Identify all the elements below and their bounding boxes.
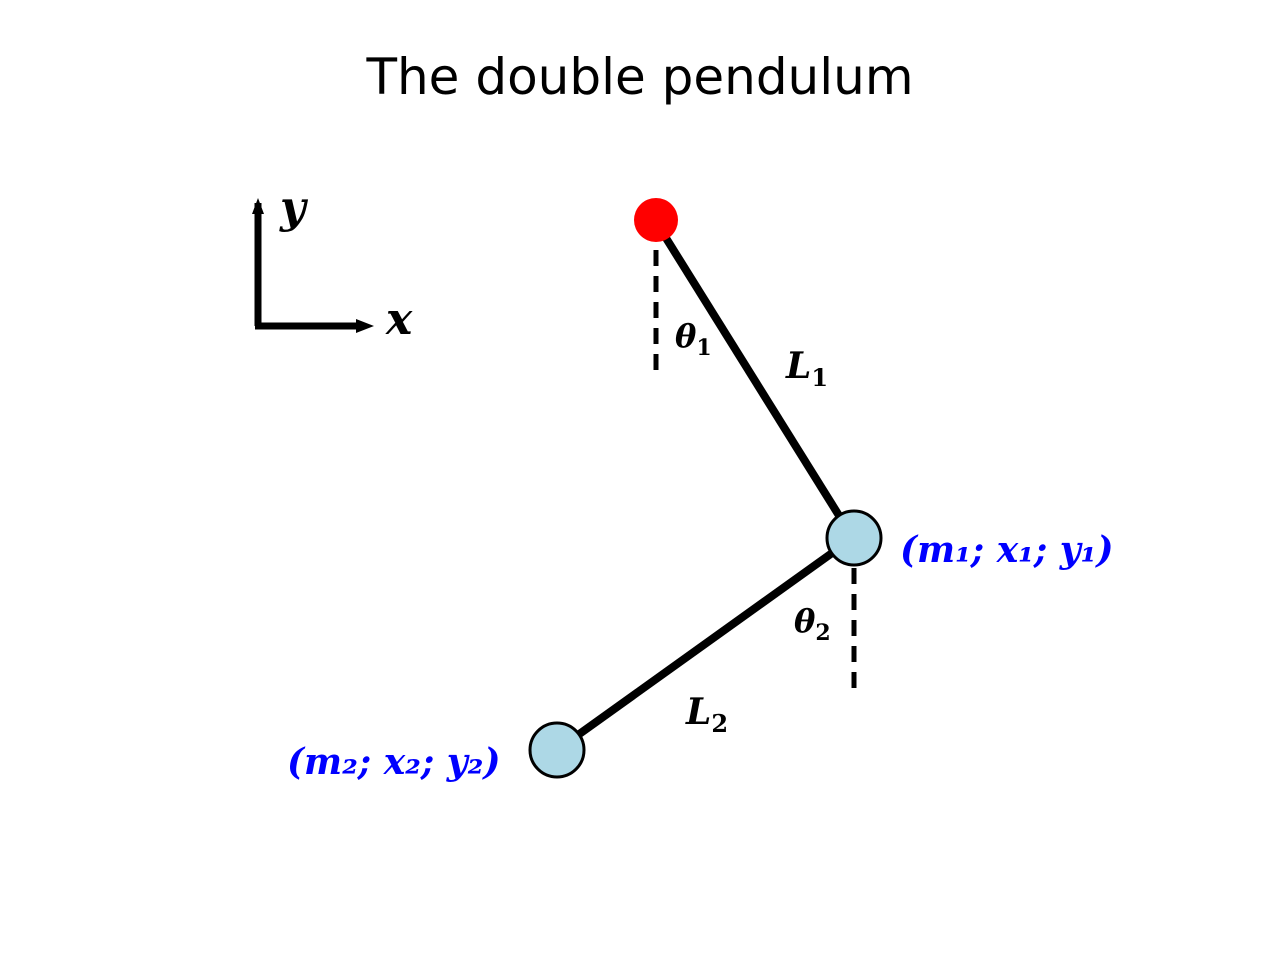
rod-2-subscript: 2: [711, 709, 728, 738]
x-axis-label: x: [385, 294, 413, 345]
rod-2-label: L2: [685, 691, 728, 738]
rod-1-label: L1: [785, 345, 828, 392]
y-axis-label: y: [279, 182, 309, 233]
theta-1-subscript: 1: [696, 335, 711, 361]
mass-1-label: (m₁; x₁; y₁): [900, 529, 1114, 571]
x-axis-arrowhead: [356, 319, 374, 333]
coordinate-axes: y x: [252, 182, 413, 345]
rod-2-symbol: L: [685, 691, 711, 733]
rod-2: [554, 534, 856, 754]
theta-2-label: θ2: [794, 602, 831, 646]
mass-2-label: (m₂; x₂; y₂): [287, 741, 501, 783]
page-title: The double pendulum: [366, 48, 914, 106]
y-axis-arrowhead: [252, 198, 264, 214]
pivot-point: [634, 198, 678, 242]
mass-2-bob: [528, 721, 586, 779]
theta-1-label: θ1: [675, 317, 712, 361]
theta-1-symbol: θ: [675, 317, 697, 355]
mass-1-bob: [825, 509, 883, 567]
rod-1-symbol: L: [785, 345, 811, 387]
rod-1-subscript: 1: [811, 363, 828, 392]
rod-1: [652, 219, 857, 541]
theta-2-symbol: θ: [794, 602, 816, 640]
theta-2-subscript: 2: [815, 620, 830, 646]
